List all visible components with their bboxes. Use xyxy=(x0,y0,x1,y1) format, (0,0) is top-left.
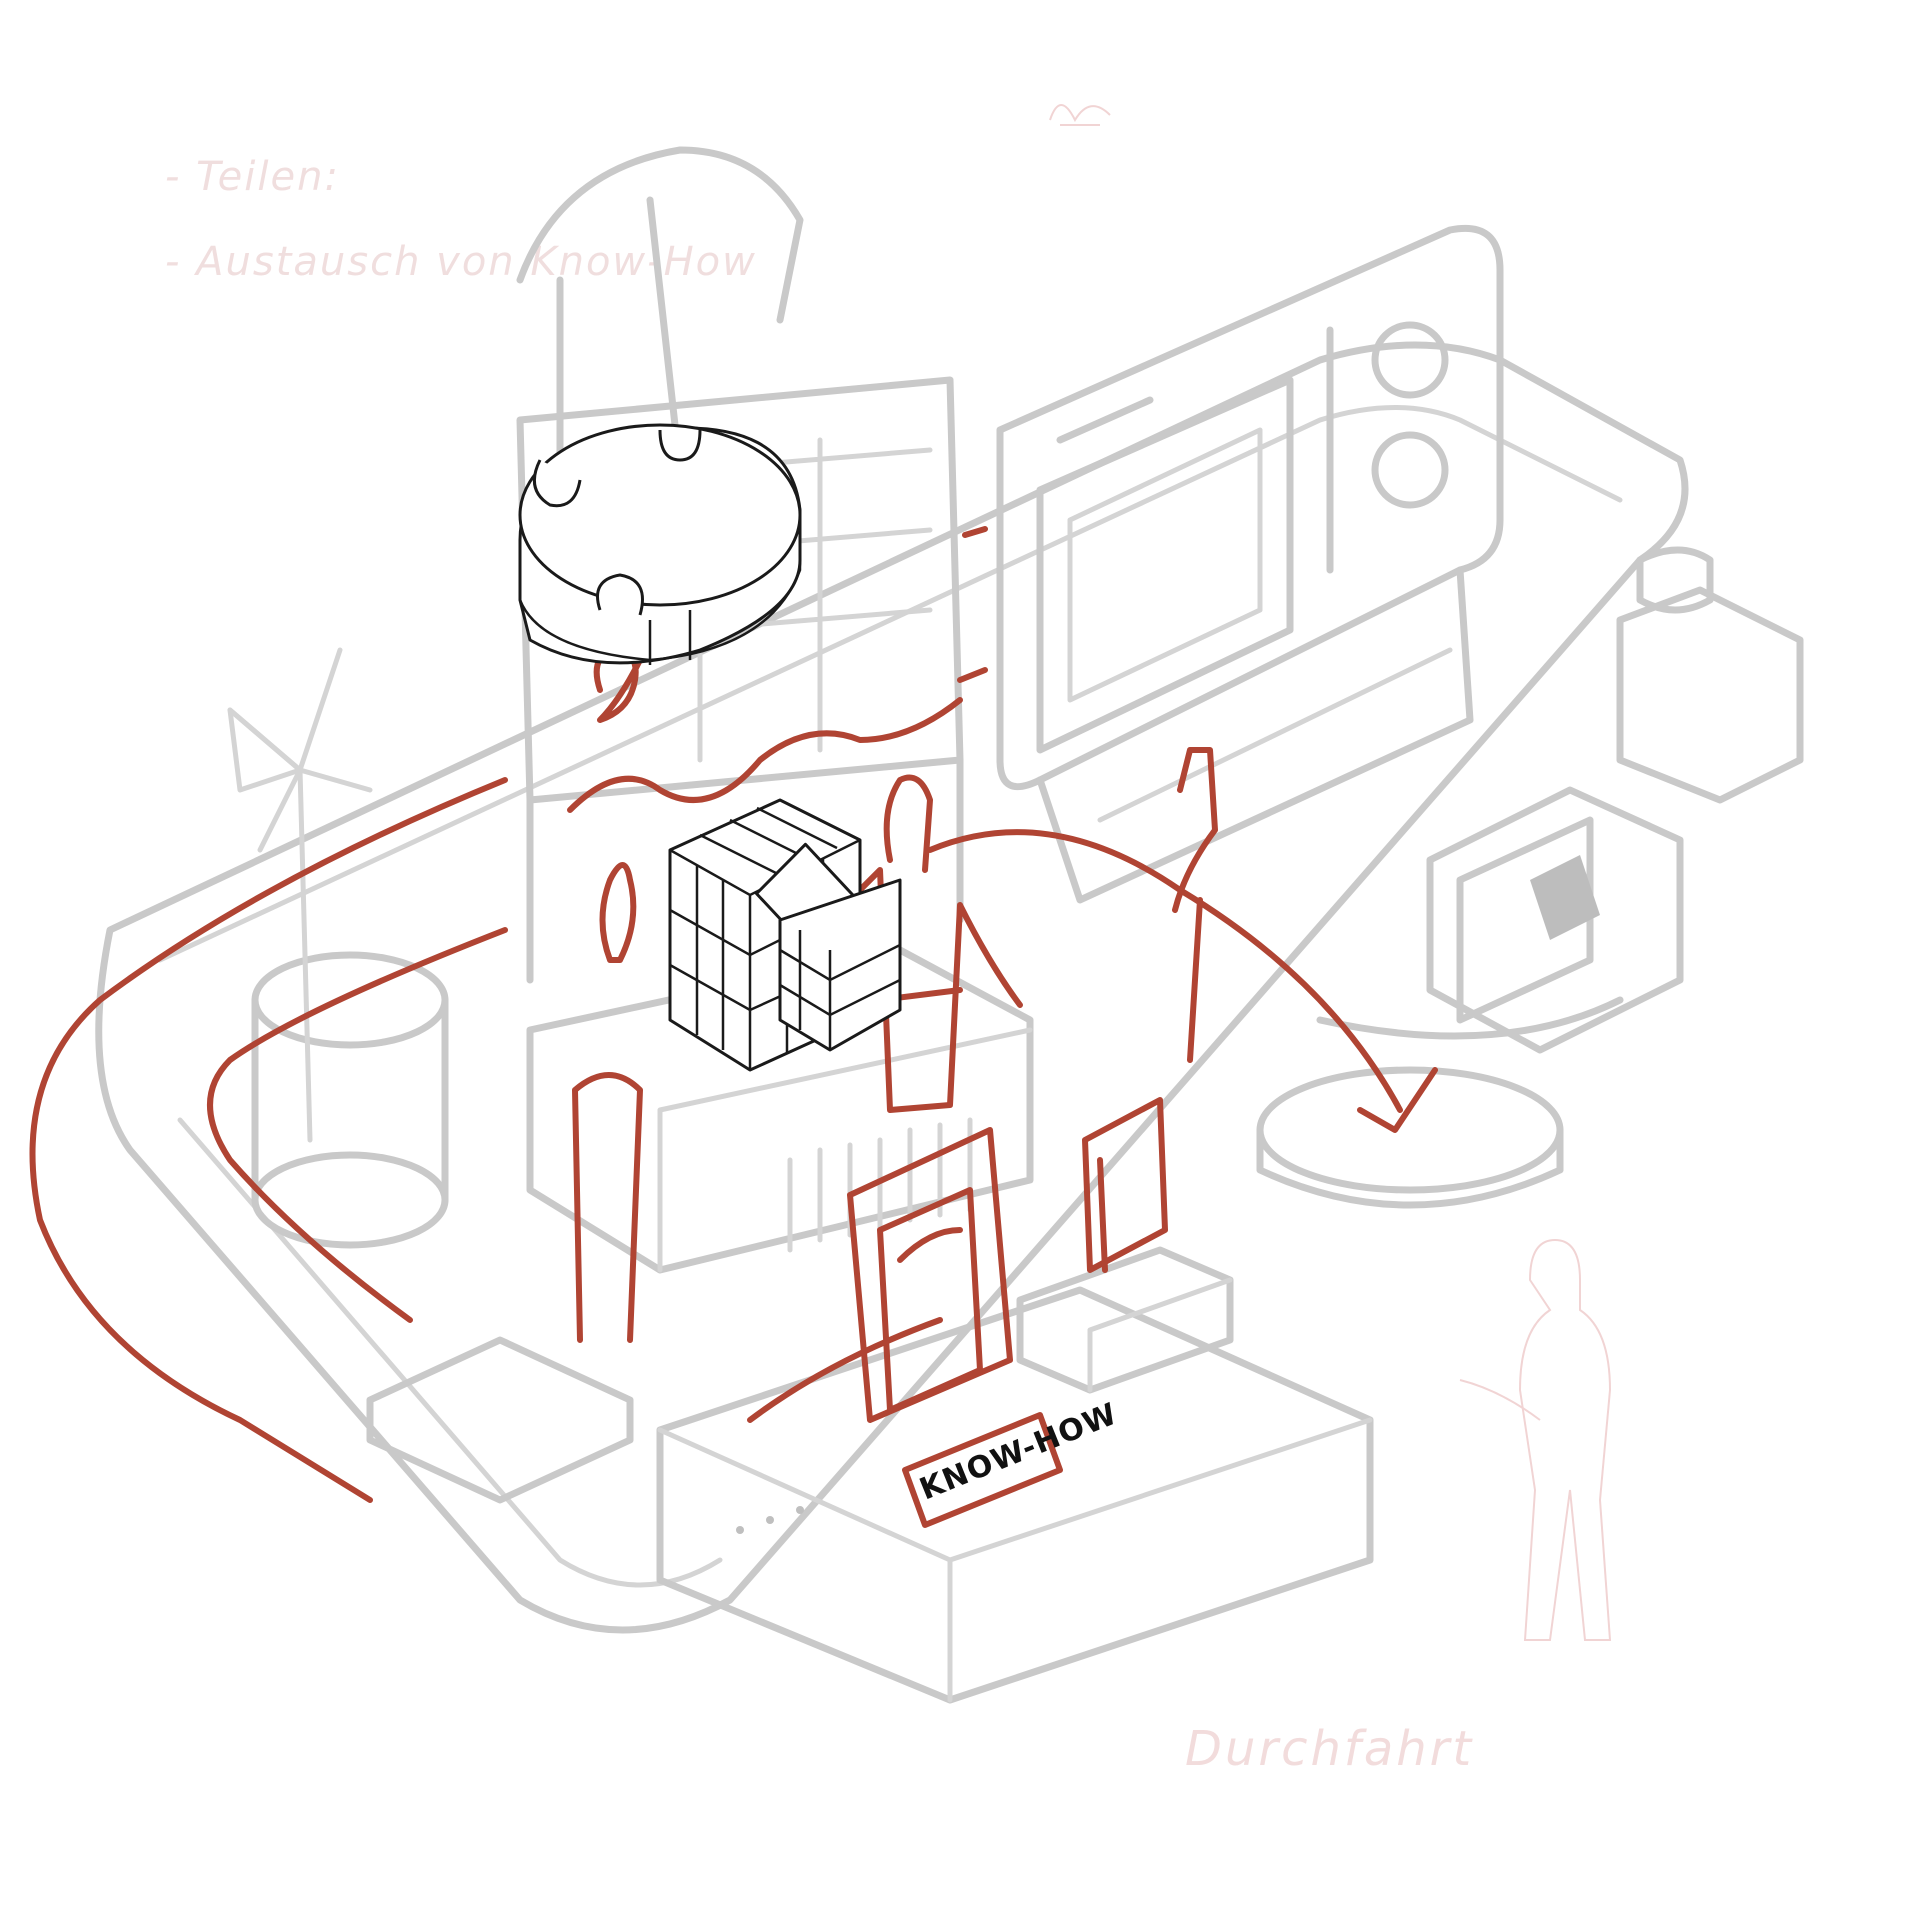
note-line-1: - Teilen: xyxy=(165,154,340,200)
handwritten-notes: - Teilen: - Austausch von Know-How xyxy=(165,154,757,285)
durchfahrt-label: Durchfahrt xyxy=(1185,1721,1474,1777)
person-outline xyxy=(1459,1238,1612,1641)
rubiks-cube-icon xyxy=(668,798,902,1072)
isometric-base-sketch xyxy=(95,146,1804,1704)
gear-icon xyxy=(518,423,802,665)
bird-doodle xyxy=(1049,104,1111,126)
note-line-2: - Austausch von Know-How xyxy=(165,239,757,285)
